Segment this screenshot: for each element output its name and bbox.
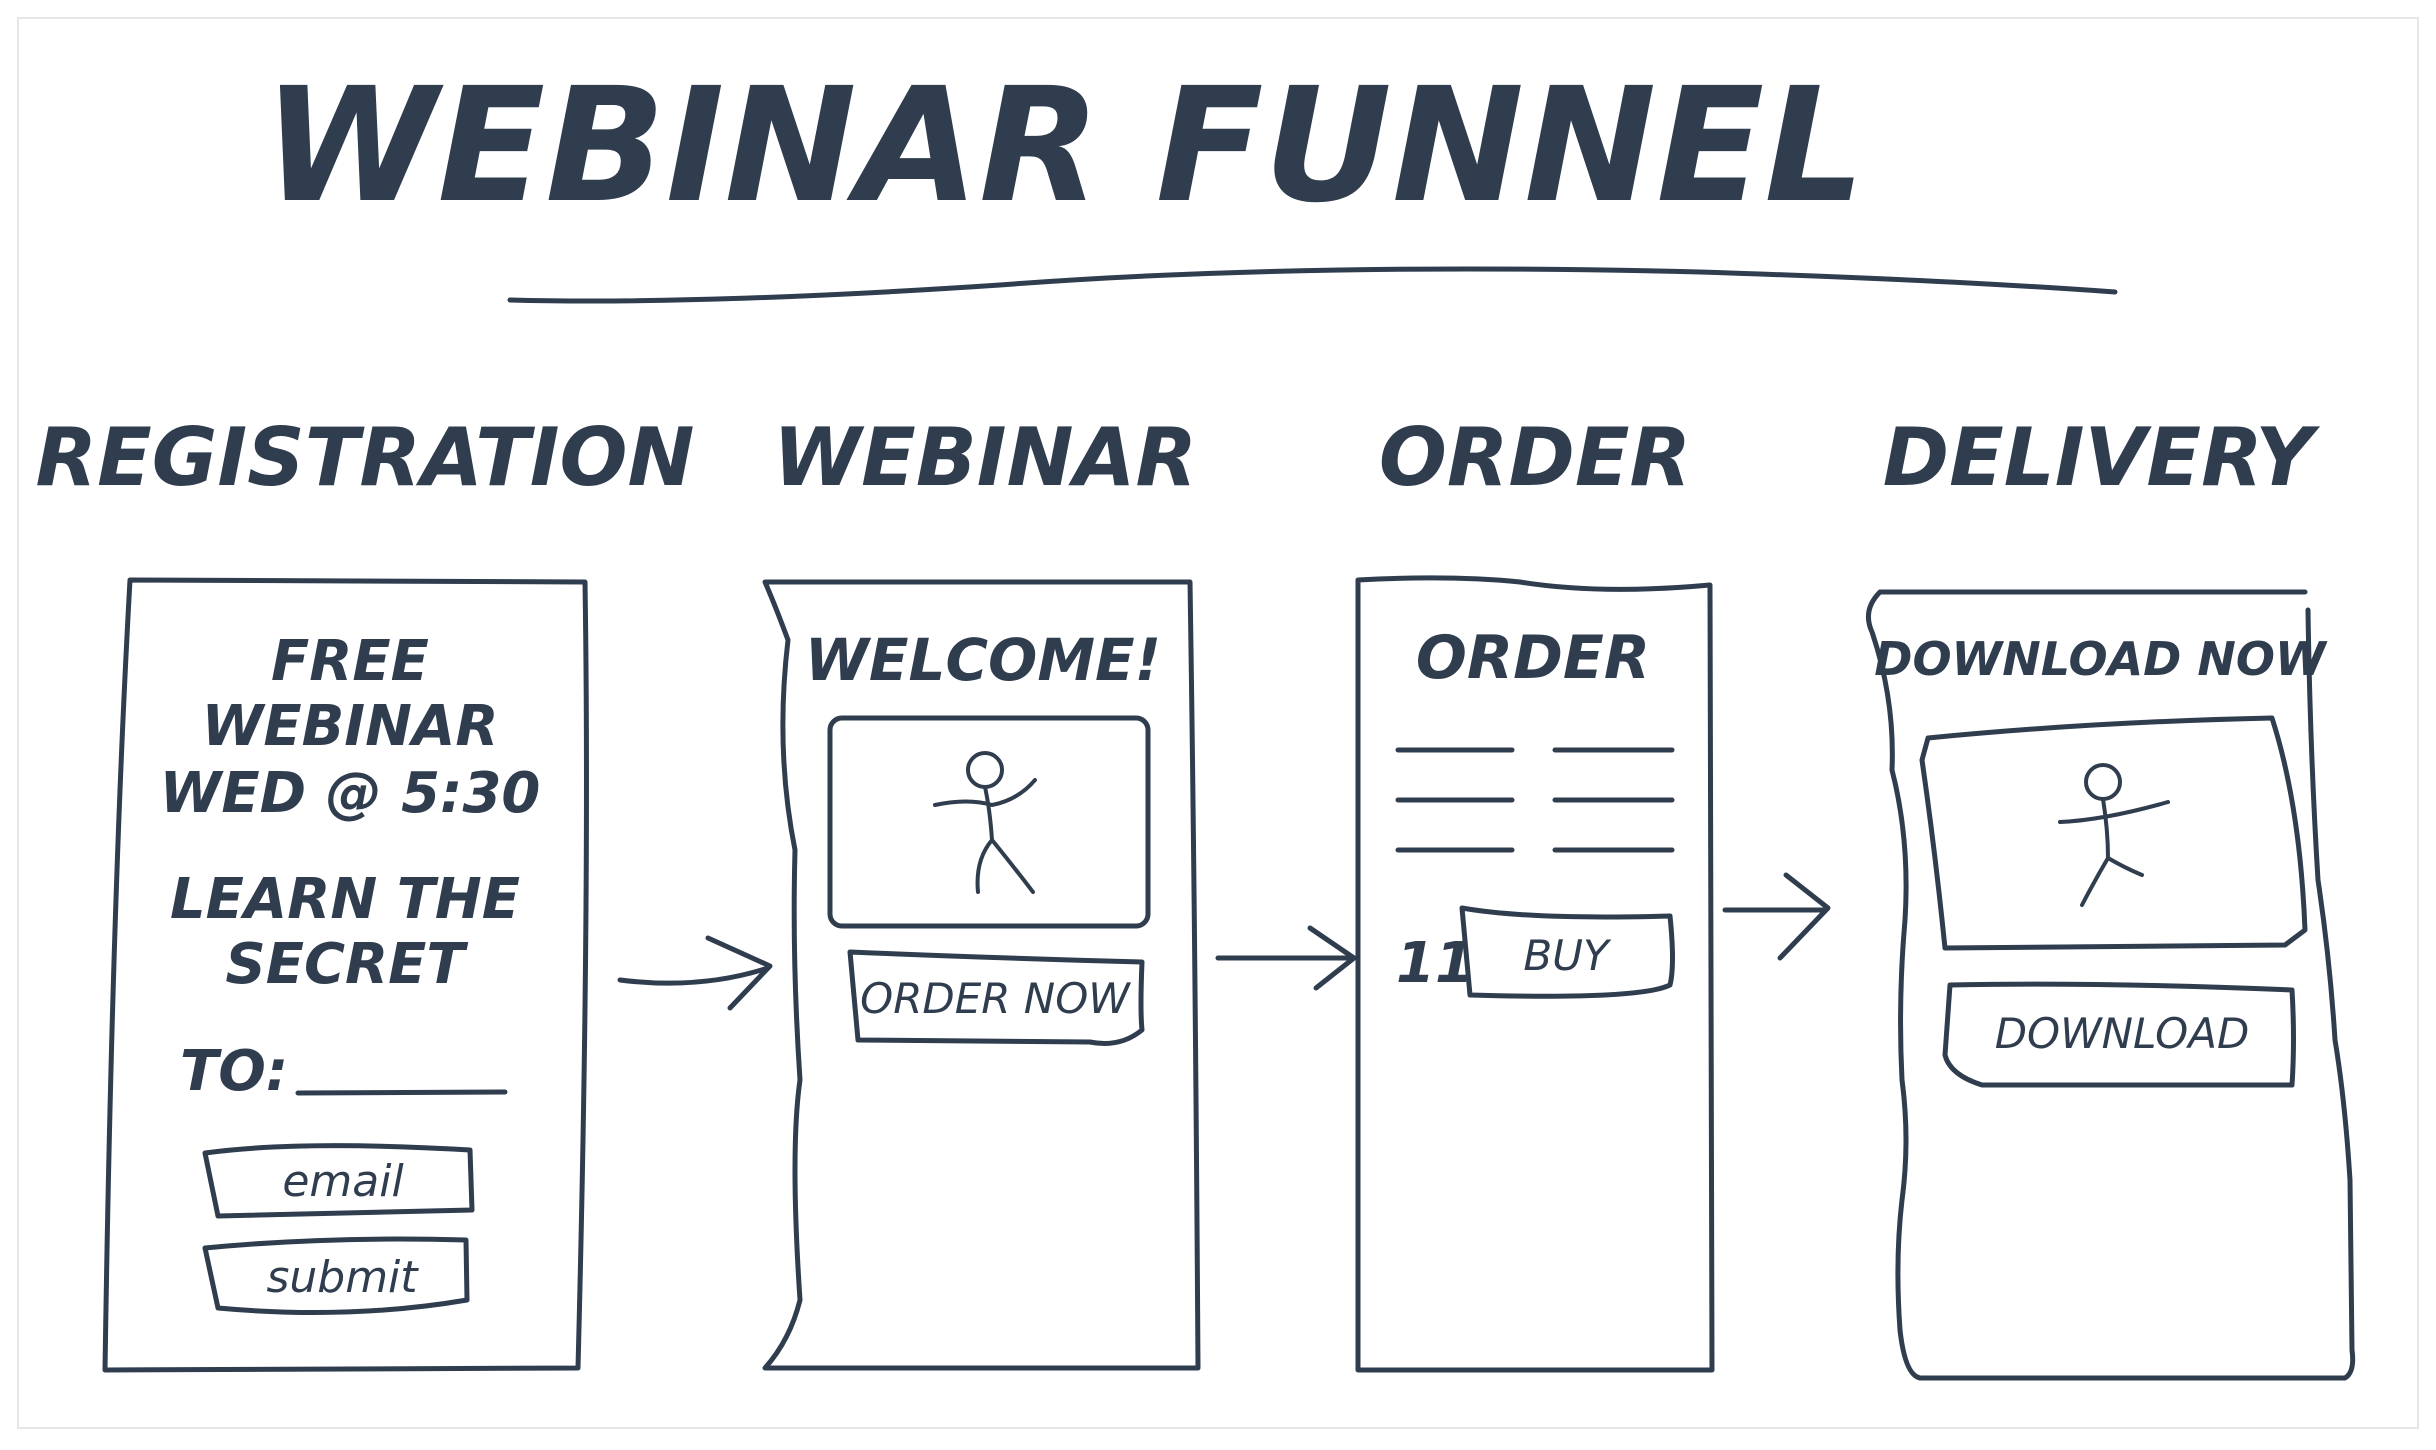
arrow-webinar-to-order: [1215, 925, 1357, 991]
registration-to-blank: [295, 1089, 508, 1096]
arrow-head: [705, 935, 773, 1011]
registration-line-learn: LEARN THE: [170, 867, 520, 932]
buy-button[interactable]: BUY: [1459, 905, 1675, 999]
stick-figure-icon: [2058, 763, 2170, 907]
buy-button-outline: [1459, 905, 1675, 999]
stick-figure-icon: [933, 751, 1037, 894]
submit-button-label: submit: [266, 1252, 419, 1303]
stage-heading-delivery: DELIVERY: [1883, 411, 2321, 504]
video-frame: [827, 715, 1151, 929]
download-video-frame: [1919, 715, 2308, 951]
email-button-label: email: [282, 1156, 404, 1207]
arrow-shaft: [617, 965, 771, 986]
registration-line-secret: SECRET: [225, 932, 468, 997]
order-page-title: ORDER: [1416, 623, 1650, 693]
title-underline: [507, 266, 2118, 304]
registration-line-webinar: WEBINAR: [202, 694, 499, 759]
order-page: ORDER 11 BUY: [1355, 575, 1715, 1373]
stage-heading-registration: REGISTRATION: [35, 411, 694, 504]
email-button-outline: [202, 1143, 475, 1219]
stage-heading-order: ORDER: [1379, 411, 1691, 504]
arrow-head: [1777, 872, 1831, 961]
order-price: 11: [1396, 931, 1474, 996]
registration-line-free: FREE: [271, 629, 429, 694]
email-button[interactable]: email: [202, 1143, 475, 1219]
buy-button-label: BUY: [1523, 931, 1612, 980]
order-page-outline: [1355, 575, 1715, 1373]
stage-heading-webinar: WEBINAR: [773, 411, 1197, 504]
webinar-page: WELCOME! ORDER NOW: [762, 579, 1201, 1371]
order-now-button[interactable]: ORDER NOW: [847, 949, 1145, 1046]
order-form-lines: [1395, 747, 1675, 853]
webinar-page-title: WELCOME!: [805, 626, 1161, 694]
submit-button[interactable]: submit: [202, 1236, 470, 1315]
download-button[interactable]: DOWNLOAD: [1942, 981, 2296, 1088]
arrow-order-to-delivery: [1722, 872, 1831, 961]
registration-line-to: TO:: [180, 1039, 288, 1104]
registration-line-date: WED @ 5:30: [160, 761, 541, 826]
submit-button-outline: [202, 1236, 470, 1315]
delivery-page-title: DOWNLOAD NOW: [1874, 632, 2328, 686]
download-button-label: DOWNLOAD: [1995, 1009, 2250, 1058]
delivery-page: DOWNLOAD NOW DOWNLOAD: [1865, 589, 2356, 1381]
diagram-title: WEBINAR FUNNEL: [263, 54, 1865, 238]
delivery-page-outline: [1865, 589, 2356, 1381]
order-now-button-label: ORDER NOW: [860, 974, 1131, 1023]
registration-page: FREE WEBINAR WED @ 5:30 LEARN THE SECRET…: [102, 577, 589, 1373]
arrow-head: [1307, 925, 1357, 991]
webinar-page-outline: [762, 579, 1201, 1371]
outer-frame: [17, 17, 2419, 1429]
arrow-registration-to-webinar: [617, 935, 773, 1011]
order-now-button-outline: [847, 949, 1145, 1046]
download-button-outline: [1942, 981, 2296, 1088]
registration-page-outline: [102, 577, 589, 1373]
